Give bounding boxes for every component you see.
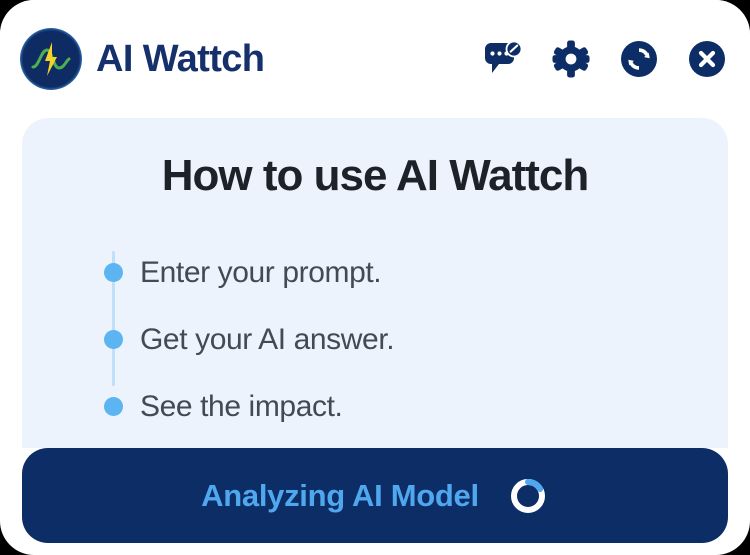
content-panel: How to use AI Wattch Enter your prompt. … bbox=[22, 118, 728, 448]
brand: AI Wattch bbox=[20, 28, 265, 90]
step-label: Enter your prompt. bbox=[140, 255, 382, 289]
close-icon[interactable] bbox=[686, 38, 728, 80]
list-item: Enter your prompt. bbox=[100, 239, 728, 306]
header-actions bbox=[482, 38, 728, 80]
gear-icon[interactable] bbox=[550, 38, 592, 80]
list-item: See the impact. bbox=[100, 373, 728, 440]
steps-list: Enter your prompt. Get your AI answer. S… bbox=[100, 239, 728, 440]
refresh-icon[interactable] bbox=[618, 38, 660, 80]
step-label: Get your AI answer. bbox=[140, 322, 395, 356]
step-label: See the impact. bbox=[140, 389, 343, 423]
list-item: Get your AI answer. bbox=[100, 306, 728, 373]
ai-wattch-logo-icon bbox=[20, 28, 82, 90]
step-dot-icon bbox=[104, 397, 123, 416]
status-label: Analyzing AI Model bbox=[201, 477, 479, 513]
step-dot-icon bbox=[104, 330, 123, 349]
loading-spinner-icon bbox=[507, 475, 549, 517]
step-dot-icon bbox=[104, 263, 123, 282]
chat-edit-icon[interactable] bbox=[482, 38, 524, 80]
analyzing-status-button[interactable]: Analyzing AI Model bbox=[22, 448, 728, 543]
app-header: AI Wattch bbox=[0, 0, 750, 118]
brand-name: AI Wattch bbox=[96, 37, 265, 80]
steps-connector-line bbox=[112, 251, 115, 386]
page-title: How to use AI Wattch bbox=[161, 151, 590, 200]
